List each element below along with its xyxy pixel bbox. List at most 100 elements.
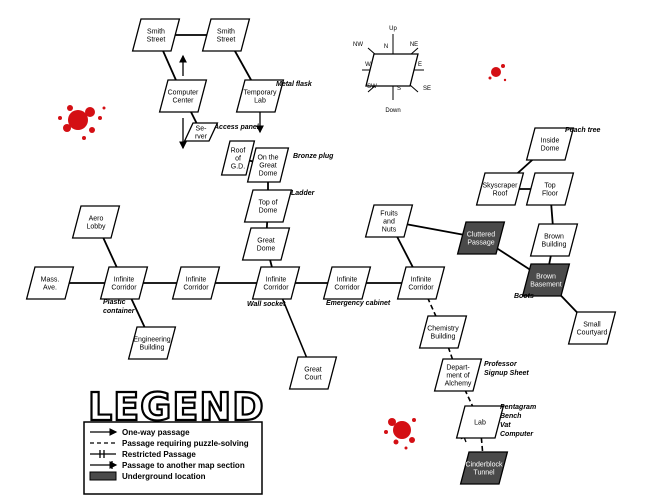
room-shape [131, 18, 181, 52]
room-label: Roof [231, 148, 246, 155]
compass-sw-label: SW [367, 84, 377, 90]
rooms: SmithStreetSmithStreetComputerCenterTemp… [25, 18, 617, 485]
legend-one-way: One-way passage [122, 428, 190, 437]
room-shape [241, 227, 291, 261]
room-shape [322, 266, 372, 300]
room-shape [525, 172, 575, 206]
room-label: Ave. [43, 285, 57, 292]
room-label: Court [304, 375, 321, 382]
item-plastic-container-line1: Plastic [103, 299, 126, 306]
item-wall-socket: Wall socket [247, 301, 286, 308]
room-label: Depart- [446, 365, 470, 372]
room-label: Great [259, 163, 277, 170]
room-label: Small [583, 322, 601, 329]
room-shape [456, 221, 506, 255]
room-lab[interactable]: Lab [455, 405, 505, 439]
room-label: Great [257, 238, 275, 245]
room-shape [71, 205, 121, 239]
item-metal-flask: Metal flask [276, 81, 313, 88]
compass-e-label: E [418, 62, 422, 68]
room-label: Infinite [266, 277, 287, 284]
room-label: Street [217, 37, 236, 44]
room-shape [525, 127, 575, 161]
room-shape [201, 18, 251, 52]
room-label: Brown [536, 274, 556, 281]
room-label: Great [304, 367, 322, 374]
room-label: Se- [196, 126, 208, 133]
room-shape [171, 266, 221, 300]
room-label: Mass. [41, 277, 60, 284]
room-shape [455, 405, 505, 439]
room-shape [183, 122, 219, 142]
item-ladder: Ladder [291, 190, 316, 197]
item-emergency-cabinet: Emergency cabinet [326, 300, 391, 307]
room-server[interactable]: Se-rver [183, 122, 219, 142]
legend-other-section: Passage to another map section [122, 461, 245, 470]
item-annotations: Metal flask Access panel Bronze plug Lad… [103, 81, 601, 438]
room-label: Lobby [86, 224, 106, 231]
item-pentagram-line4: Computer [500, 431, 534, 438]
room-shape [220, 140, 256, 176]
room-label: Chemistry [427, 326, 459, 333]
room-shape [418, 315, 468, 349]
compass-rose: Up Down N NE E SE S SW W NW [353, 26, 431, 114]
item-pentagram-line2: Bench [500, 413, 521, 420]
room-label: Dome [257, 246, 276, 253]
room-shape [246, 147, 290, 183]
room-label: Roof [493, 191, 508, 198]
room-label: Corridor [334, 285, 360, 292]
room-shape [521, 263, 571, 297]
room-label: Center [172, 98, 194, 105]
room-label: Passage [467, 240, 494, 247]
room-label: Cinderblock [466, 462, 503, 469]
room-shape [127, 326, 177, 360]
room-label: Courtyard [577, 330, 608, 337]
room-label: of [235, 156, 241, 163]
room-label: Cluttered [467, 232, 496, 239]
room-label: Top [544, 183, 555, 190]
room-mass[interactable]: Mass.Ave. [25, 266, 75, 300]
item-pentagram-line3: Vat [500, 422, 511, 429]
room-label: G.D. [231, 164, 245, 171]
room-label: Brown [544, 234, 564, 241]
room-shape [99, 266, 149, 300]
legend: LEGEND One-way passage Passage requiring… [83, 384, 265, 495]
compass-ne-label: NE [410, 42, 418, 48]
room-label: Top of [258, 200, 277, 207]
compass-up-label: Up [389, 26, 397, 32]
room-label: Corridor [183, 285, 209, 292]
blood-splatter-left [58, 105, 106, 140]
room-label: Temporary [243, 90, 277, 97]
room-shape [235, 79, 285, 113]
room-label: Lab [474, 420, 486, 427]
room-label: Building [542, 242, 567, 249]
